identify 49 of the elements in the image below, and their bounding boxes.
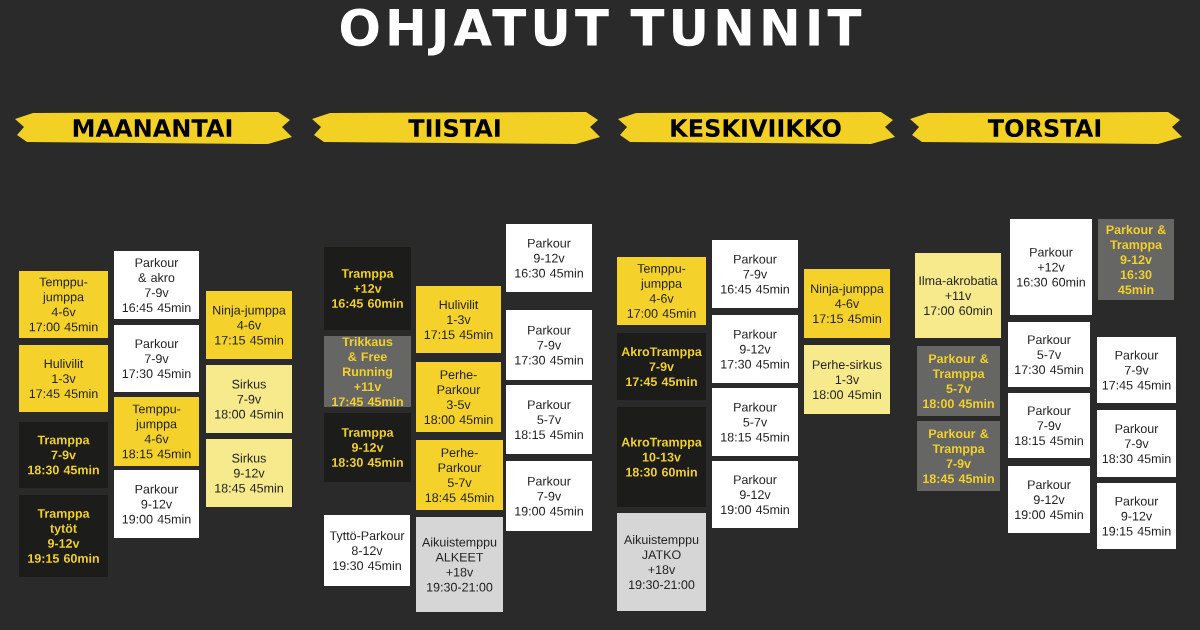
class-card: Parkour & Tramppa 9-12v 16:30 45min bbox=[1098, 219, 1174, 300]
day-banner: KESKIVIIKKO bbox=[618, 112, 895, 144]
class-card: Parkour 7-9v 17:30 45min bbox=[506, 310, 592, 380]
class-card: Parkour 7-9v 17:45 45min bbox=[1097, 337, 1176, 403]
class-card: Parkour 9-12v 19:00 45min bbox=[114, 470, 199, 538]
class-card: Hulivilit 1-3v 17:45 45min bbox=[19, 345, 108, 412]
class-card: Parkour & akro 7-9v 16:45 45min bbox=[114, 251, 199, 319]
class-card: Parkour & Tramppa 5-7v 18:00 45min bbox=[917, 346, 1000, 416]
class-card: Parkour 5-7v 18:15 45min bbox=[506, 385, 592, 454]
class-card: Temppu-jumppa 4-6v 17:00 45min bbox=[617, 257, 706, 325]
class-card: Parkour 7-9v 17:30 45min bbox=[114, 325, 199, 392]
class-card: Trikkaus & Free Running +11v 17:45 45min bbox=[324, 336, 411, 407]
class-card: Tramppa +12v 16:45 60min bbox=[324, 247, 411, 330]
day-banner: MAANANTAI bbox=[15, 112, 292, 144]
class-card: Parkour 9-12v 19:00 45min bbox=[712, 461, 798, 528]
class-card: Parkour 9-12v 16:30 45min bbox=[506, 224, 592, 292]
class-card: Temppu-jumppa 4-6v 18:15 45min bbox=[114, 397, 199, 466]
class-card: Aikuistemppu JATKO +18v 19:30-21:00 bbox=[617, 513, 706, 611]
class-card: Parkour 9-12v 19:15 45min bbox=[1097, 483, 1176, 549]
class-card: Temppu-jumppa 4-6v 17:00 45min bbox=[19, 271, 108, 338]
class-card: Parkour 7-9v 18:15 45min bbox=[1008, 393, 1090, 458]
class-card: Parkour 5-7v 18:15 45min bbox=[712, 388, 798, 456]
class-card: Parkour +12v 16:30 60min bbox=[1010, 219, 1092, 315]
class-card: AkroTramppa 10-13v 18:30 60min bbox=[617, 407, 706, 507]
class-card: Hulivilit 1-3v 17:15 45min bbox=[416, 286, 501, 353]
class-card: Perhe-sirkus 1-3v 18:00 45min bbox=[804, 345, 890, 414]
class-card: Perhe-Parkour 3-5v 18:00 45min bbox=[416, 362, 501, 432]
class-card: Tramppa 9-12v 18:30 45min bbox=[324, 413, 411, 482]
class-card: Ilma-akrobatia +11v 17:00 60min bbox=[915, 253, 1001, 338]
class-card: Perhe-Parkour 5-7v 18:45 45min bbox=[416, 440, 503, 510]
day-banner: TORSTAI bbox=[910, 112, 1182, 144]
class-card: Parkour 9-12v 19:00 45min bbox=[1008, 466, 1090, 533]
class-card: Parkour 7-9v 19:00 45min bbox=[506, 461, 592, 531]
class-card: Tyttö-Parkour 8-12v 19:30 45min bbox=[324, 515, 410, 586]
class-card: Parkour & Tramppa 7-9v 18:45 45min bbox=[917, 421, 1000, 491]
class-card: Ninja-jumppa 4-6v 17:15 45min bbox=[206, 291, 292, 359]
class-card: Parkour 9-12v 17:30 45min bbox=[712, 315, 798, 383]
class-card: Sirkus 9-12v 18:45 45min bbox=[206, 439, 292, 507]
day-banner: TIISTAI bbox=[312, 112, 600, 144]
class-card: Aikuistemppu ALKEET +18v 19:30-21:00 bbox=[416, 517, 503, 612]
class-card: Parkour 7-9v 18:30 45min bbox=[1097, 410, 1176, 477]
class-card: Tramppa 7-9v 18:30 45min bbox=[19, 422, 108, 488]
class-card: Parkour 7-9v 16:45 45min bbox=[712, 240, 798, 308]
class-card: Ninja-jumppa 4-6v 17:15 45min bbox=[804, 269, 890, 338]
class-card: Sirkus 7-9v 18:00 45min bbox=[206, 365, 292, 433]
class-card: AkroTramppa 7-9v 17:45 45min bbox=[617, 333, 706, 400]
class-card: Parkour 5-7v 17:30 45min bbox=[1008, 322, 1090, 387]
class-card: Tramppa tytöt 9-12v 19:15 60min bbox=[19, 495, 108, 577]
title: OHJATUT TUNNIT bbox=[340, 8, 862, 56]
